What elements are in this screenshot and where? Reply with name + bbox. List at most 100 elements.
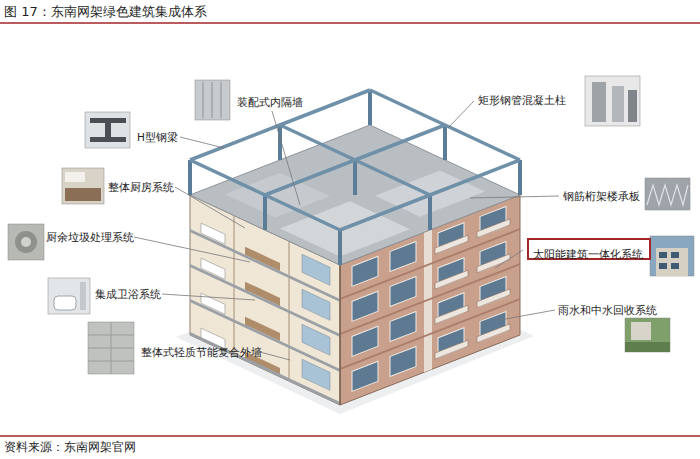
- photo-thumbnail: [650, 236, 694, 276]
- leader-line: [272, 111, 300, 205]
- photo-thumbnail: [585, 76, 640, 126]
- facade-windows: [390, 276, 416, 306]
- facade-windows: [435, 270, 468, 289]
- photo-thumbnail: [48, 278, 90, 314]
- photo-thumbnail: [612, 86, 624, 122]
- photo-thumbnail: [195, 80, 230, 120]
- facade-windows: [435, 305, 468, 324]
- facade-windows: [352, 291, 378, 321]
- leader-line: [134, 101, 559, 360]
- steel-column: [188, 160, 192, 195]
- steel-column: [443, 125, 447, 160]
- facade-windows: [390, 241, 416, 271]
- steel-beam: [265, 125, 445, 195]
- photo-thumbnail: [8, 224, 44, 260]
- photo-thumbnail: [212, 82, 213, 118]
- photo-thumbnail: [631, 322, 651, 340]
- leader-line: [495, 250, 523, 268]
- facade-windows: [477, 324, 510, 343]
- interior-rooms: [302, 254, 330, 390]
- leader-line: [470, 196, 559, 198]
- steel-beam: [190, 90, 520, 230]
- leader-line: [260, 352, 290, 360]
- photo-thumbnail: [647, 185, 688, 205]
- steel-column: [428, 195, 432, 230]
- callout-label: 厨余垃圾处理系统: [46, 231, 134, 243]
- facade-windows: [390, 346, 416, 376]
- callout-label: 集成卫浴系统: [95, 288, 161, 300]
- photo-thumbnail: [48, 278, 90, 314]
- photo-thumbnail: [8, 224, 44, 260]
- photo-thumbnail: [656, 248, 688, 276]
- photo-thumbnail: [625, 342, 670, 352]
- callout-label: 钢筋桁架楼承板: [563, 190, 640, 202]
- facade-windows: [435, 340, 468, 359]
- source-rule: [0, 435, 700, 437]
- interior-rooms: [190, 264, 340, 337]
- facade-windows: [477, 289, 510, 308]
- leader-line: [162, 294, 255, 300]
- facade-windows: [352, 326, 378, 356]
- photo-thumbnail: [111, 322, 112, 374]
- floor-slab: [190, 125, 520, 265]
- facade-windows: [435, 235, 468, 254]
- callout-label: H型钢梁: [137, 131, 178, 143]
- photo-thumbnail: [88, 322, 134, 374]
- photo-thumbnail: [80, 282, 86, 310]
- building-corner: [339, 265, 341, 405]
- photo-thumbnail: [88, 322, 134, 374]
- photo-thumbnail: [585, 76, 640, 126]
- photo-thumbnail: [62, 168, 104, 204]
- title-rule: [0, 22, 700, 24]
- facade-windows: [477, 219, 510, 238]
- photo-thumbnail: [671, 252, 679, 258]
- facade-windows: [435, 219, 510, 359]
- photo-thumbnail: [221, 82, 222, 118]
- photo-thumbnail: [645, 178, 690, 210]
- photo-thumbnail: [203, 82, 204, 118]
- steel-column: [518, 160, 522, 195]
- photo-thumbnail: [65, 172, 85, 182]
- photo-thumbnail: [628, 90, 637, 122]
- steel-column: [190, 90, 520, 265]
- interior-rooms: [190, 229, 340, 405]
- photo-thumbnail: [90, 118, 126, 142]
- photo-thumbnail: [15, 231, 37, 253]
- interior-rooms: [190, 332, 340, 405]
- callout-label: 矩形钢管混凝土柱: [478, 94, 566, 106]
- source-caption: 资料来源：东南网架官网: [4, 440, 136, 454]
- photo-thumbnail: [54, 296, 76, 310]
- callout-label: 装配式内隔墙: [237, 96, 303, 108]
- steel-column: [338, 230, 342, 265]
- facade-windows: [477, 254, 510, 273]
- photo-thumbnail: [65, 188, 101, 201]
- photo-thumbnail: [671, 263, 679, 269]
- photo-thumbnail: [195, 80, 230, 120]
- callout-label: 整体式轻质节能复合外墙: [141, 346, 262, 358]
- leader-line: [175, 187, 245, 228]
- facade-windows: [352, 361, 378, 391]
- callout-label: 整体厨房系统: [108, 181, 174, 193]
- figure-title: 图 17：东南网架绿色建筑集成体系: [4, 4, 207, 20]
- photo-thumbnail: [625, 318, 670, 352]
- steel-beam: [190, 160, 340, 230]
- photo-thumbnail: [659, 252, 667, 258]
- photo-thumbnail: [659, 263, 667, 269]
- top-floor-rooms: [225, 173, 330, 218]
- photo-thumbnail: [21, 237, 31, 247]
- photo-thumbnail: [645, 178, 690, 210]
- callout-label: 雨水和中水回收系统: [558, 304, 657, 316]
- photo-thumbnail: [592, 82, 606, 122]
- steel-column: [353, 160, 357, 195]
- highlight-box: 太阳能建筑一体化系统: [527, 238, 651, 260]
- steel-column: [368, 90, 372, 125]
- photo-thumbnail: [85, 112, 130, 148]
- top-floor-rooms: [215, 138, 495, 257]
- leader-line: [500, 310, 555, 320]
- leader-line: [180, 137, 224, 148]
- facade-windows: [352, 256, 378, 286]
- facade-windows: [390, 311, 416, 341]
